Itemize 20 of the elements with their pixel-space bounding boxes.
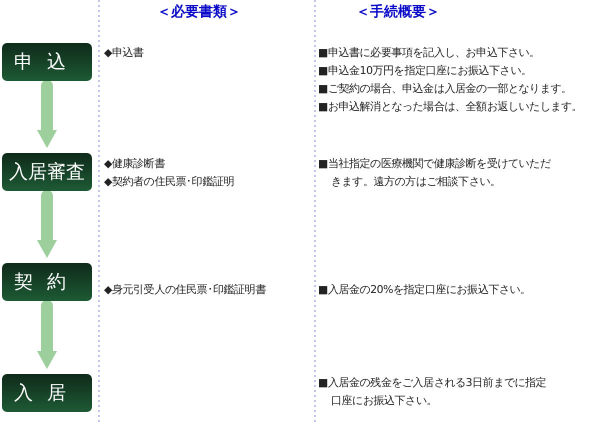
list-item: ■ご契約の場合、申込金は入居金の一部となります。: [318, 81, 572, 97]
list-item: ◆身元引受人の住民票･印鑑証明書: [104, 282, 266, 298]
list-item: ■申込金10万円を指定口座にお振込下さい。: [318, 63, 532, 79]
step-box: 入居: [2, 374, 92, 412]
step-box: 申込: [2, 43, 92, 81]
step-box: 入居審査: [2, 153, 92, 191]
list-item: ■入居金の残金をご入居される3日前までに指定口座にお振込下さい。: [318, 375, 548, 409]
list-item: ■お申込解消となった場合は、全額お返しいたします。: [318, 99, 582, 115]
column-heading: ＜必要書類＞: [157, 3, 241, 21]
list-item: ■入居金の20%を指定口座にお振込下さい。: [318, 282, 531, 298]
list-item: ◆健康診断書: [104, 156, 165, 172]
down-arrow: [37, 300, 57, 369]
column-heading: ＜手続概要＞: [356, 3, 440, 21]
list-item: ◆契約者の住民票･印鑑証明: [104, 174, 234, 190]
down-arrow: [37, 80, 57, 148]
list-item: ◆申込書: [104, 45, 144, 61]
down-arrow: [37, 190, 57, 258]
list-item: ■当社指定の医療機関で健康診断を受けていただきます。遠方の方はご相談下さい。: [318, 156, 552, 190]
list-item: ■申込書に必要事項を記入し、お申込下さい。: [318, 45, 540, 61]
step-box: 契約: [2, 263, 92, 301]
